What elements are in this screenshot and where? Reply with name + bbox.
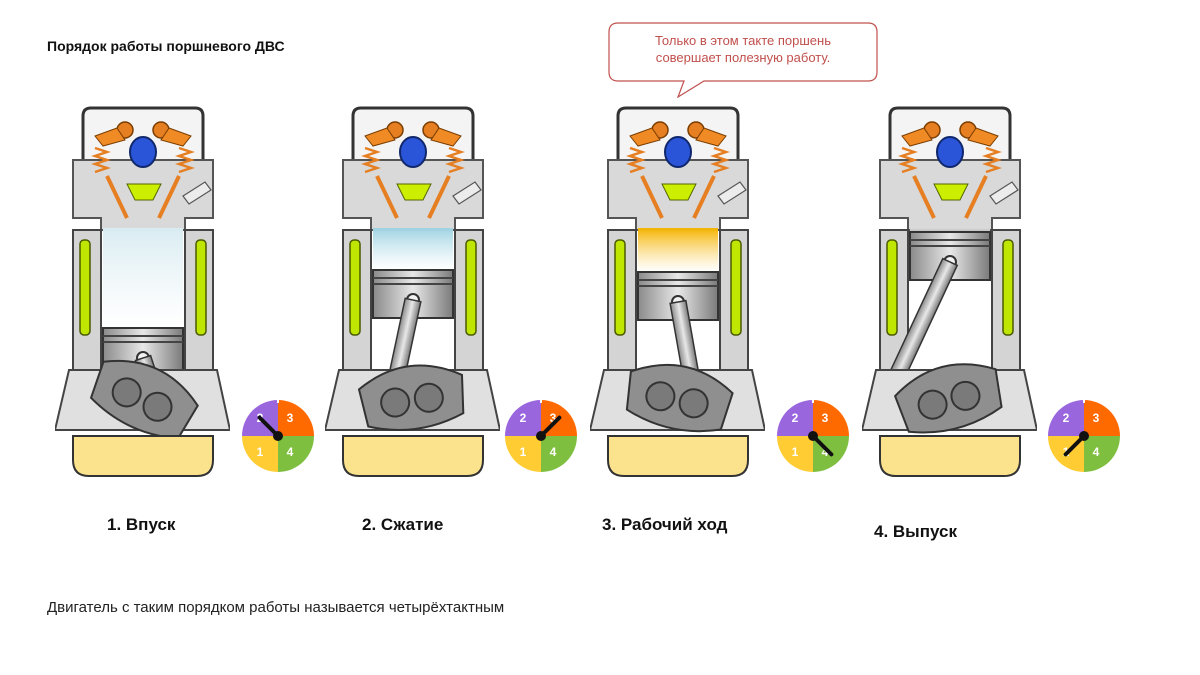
rocker-right <box>160 127 192 147</box>
stroke-label-compression: 2. Сжатие <box>362 515 444 534</box>
coolant-right <box>730 239 742 336</box>
coolant-left <box>79 239 91 336</box>
cycle-dial-3: 2 3 4 1 <box>775 398 851 474</box>
coil <box>936 136 964 168</box>
page-title: Порядок работы поршневого ДВС <box>47 38 285 54</box>
dial-number: 1 <box>520 445 527 459</box>
dial-hub <box>1079 431 1089 441</box>
coolant-left <box>886 239 898 336</box>
coolant-right <box>195 239 207 336</box>
engine-power <box>590 100 765 480</box>
valve-cover <box>616 106 740 162</box>
dial-number: 3 <box>550 411 557 425</box>
dial-hub <box>536 431 546 441</box>
valve-cover <box>81 106 205 162</box>
engine-compression <box>325 100 500 480</box>
callout-text: Только в этом такте поршень совершает по… <box>655 33 831 65</box>
cycle-dial-2: 2 3 4 1 <box>503 398 579 474</box>
spring-right <box>175 146 195 174</box>
footer-text: Двигатель с таким порядком работы называ… <box>47 599 505 616</box>
dial-sector <box>541 436 577 472</box>
dial-sector <box>278 400 314 436</box>
callout-bubble: Только в этом такте поршень совершает по… <box>608 22 878 98</box>
valve-cover <box>351 106 475 162</box>
coolant-right <box>465 239 477 336</box>
dial-sector <box>505 400 541 436</box>
chamber <box>126 183 162 201</box>
spring-left <box>898 146 918 174</box>
coil <box>129 136 157 168</box>
coolant-right <box>1002 239 1014 336</box>
dial-sector <box>1084 400 1120 436</box>
coolant-left <box>614 239 626 336</box>
gas-charge <box>103 228 183 328</box>
stroke-label-intake: 1. Впуск <box>107 515 176 534</box>
dial-number: 2 <box>1063 411 1070 425</box>
engine-exhaust <box>862 100 1037 480</box>
gas-charge <box>910 228 990 232</box>
dial-number: 4 <box>822 445 829 459</box>
valve-cover <box>888 106 1012 162</box>
dial-sector <box>1048 400 1084 436</box>
rocker-right <box>967 127 999 147</box>
dial-number: 4 <box>287 445 294 459</box>
rocker-right <box>430 127 462 147</box>
rocker-left <box>901 127 933 147</box>
dial-number: 3 <box>1093 411 1100 425</box>
spring-left <box>91 146 111 174</box>
dial-number: 3 <box>822 411 829 425</box>
rocker-right <box>695 127 727 147</box>
stroke-label-power: 3. Рабочий ход <box>602 515 728 534</box>
dial-hub <box>273 431 283 441</box>
oil-pan <box>879 435 1021 477</box>
dial-number: 2 <box>520 411 527 425</box>
rocker-left <box>364 127 396 147</box>
coil <box>399 136 427 168</box>
engine-intake <box>55 100 230 480</box>
dial-number: 3 <box>287 411 294 425</box>
spring-right <box>445 146 465 174</box>
spring-left <box>626 146 646 174</box>
spark-plug <box>989 181 1019 205</box>
coolant-left <box>349 239 361 336</box>
spark-plug <box>182 181 212 205</box>
dial-number: 4 <box>1093 445 1100 459</box>
dial-number: 1 <box>792 445 799 459</box>
dial-sector <box>813 400 849 436</box>
spark-plug <box>717 181 747 205</box>
dial-number: 2 <box>792 411 799 425</box>
dial-sector <box>1084 436 1120 472</box>
crankshaft <box>893 363 1003 434</box>
dial-number: 4 <box>550 445 557 459</box>
spark-plug <box>452 181 482 205</box>
oil-pan <box>72 435 214 477</box>
oil-pan <box>607 435 749 477</box>
gas-charge <box>373 228 453 270</box>
dial-sector <box>777 400 813 436</box>
rocker-left <box>629 127 661 147</box>
dial-hub <box>808 431 818 441</box>
spring-left <box>361 146 381 174</box>
chamber <box>933 183 969 201</box>
dial-sector <box>242 436 278 472</box>
dial-sector <box>505 436 541 472</box>
dial-sector <box>278 436 314 472</box>
spring-right <box>982 146 1002 174</box>
stroke-label-exhaust: 4. Выпуск <box>874 522 957 541</box>
coil <box>664 136 692 168</box>
chamber <box>661 183 697 201</box>
crankshaft <box>357 364 465 431</box>
dial-number: 1 <box>257 445 264 459</box>
spring-right <box>710 146 730 174</box>
oil-pan <box>342 435 484 477</box>
dial-sector <box>777 436 813 472</box>
gas-charge <box>638 228 718 272</box>
chamber <box>396 183 432 201</box>
rocker-left <box>94 127 126 147</box>
